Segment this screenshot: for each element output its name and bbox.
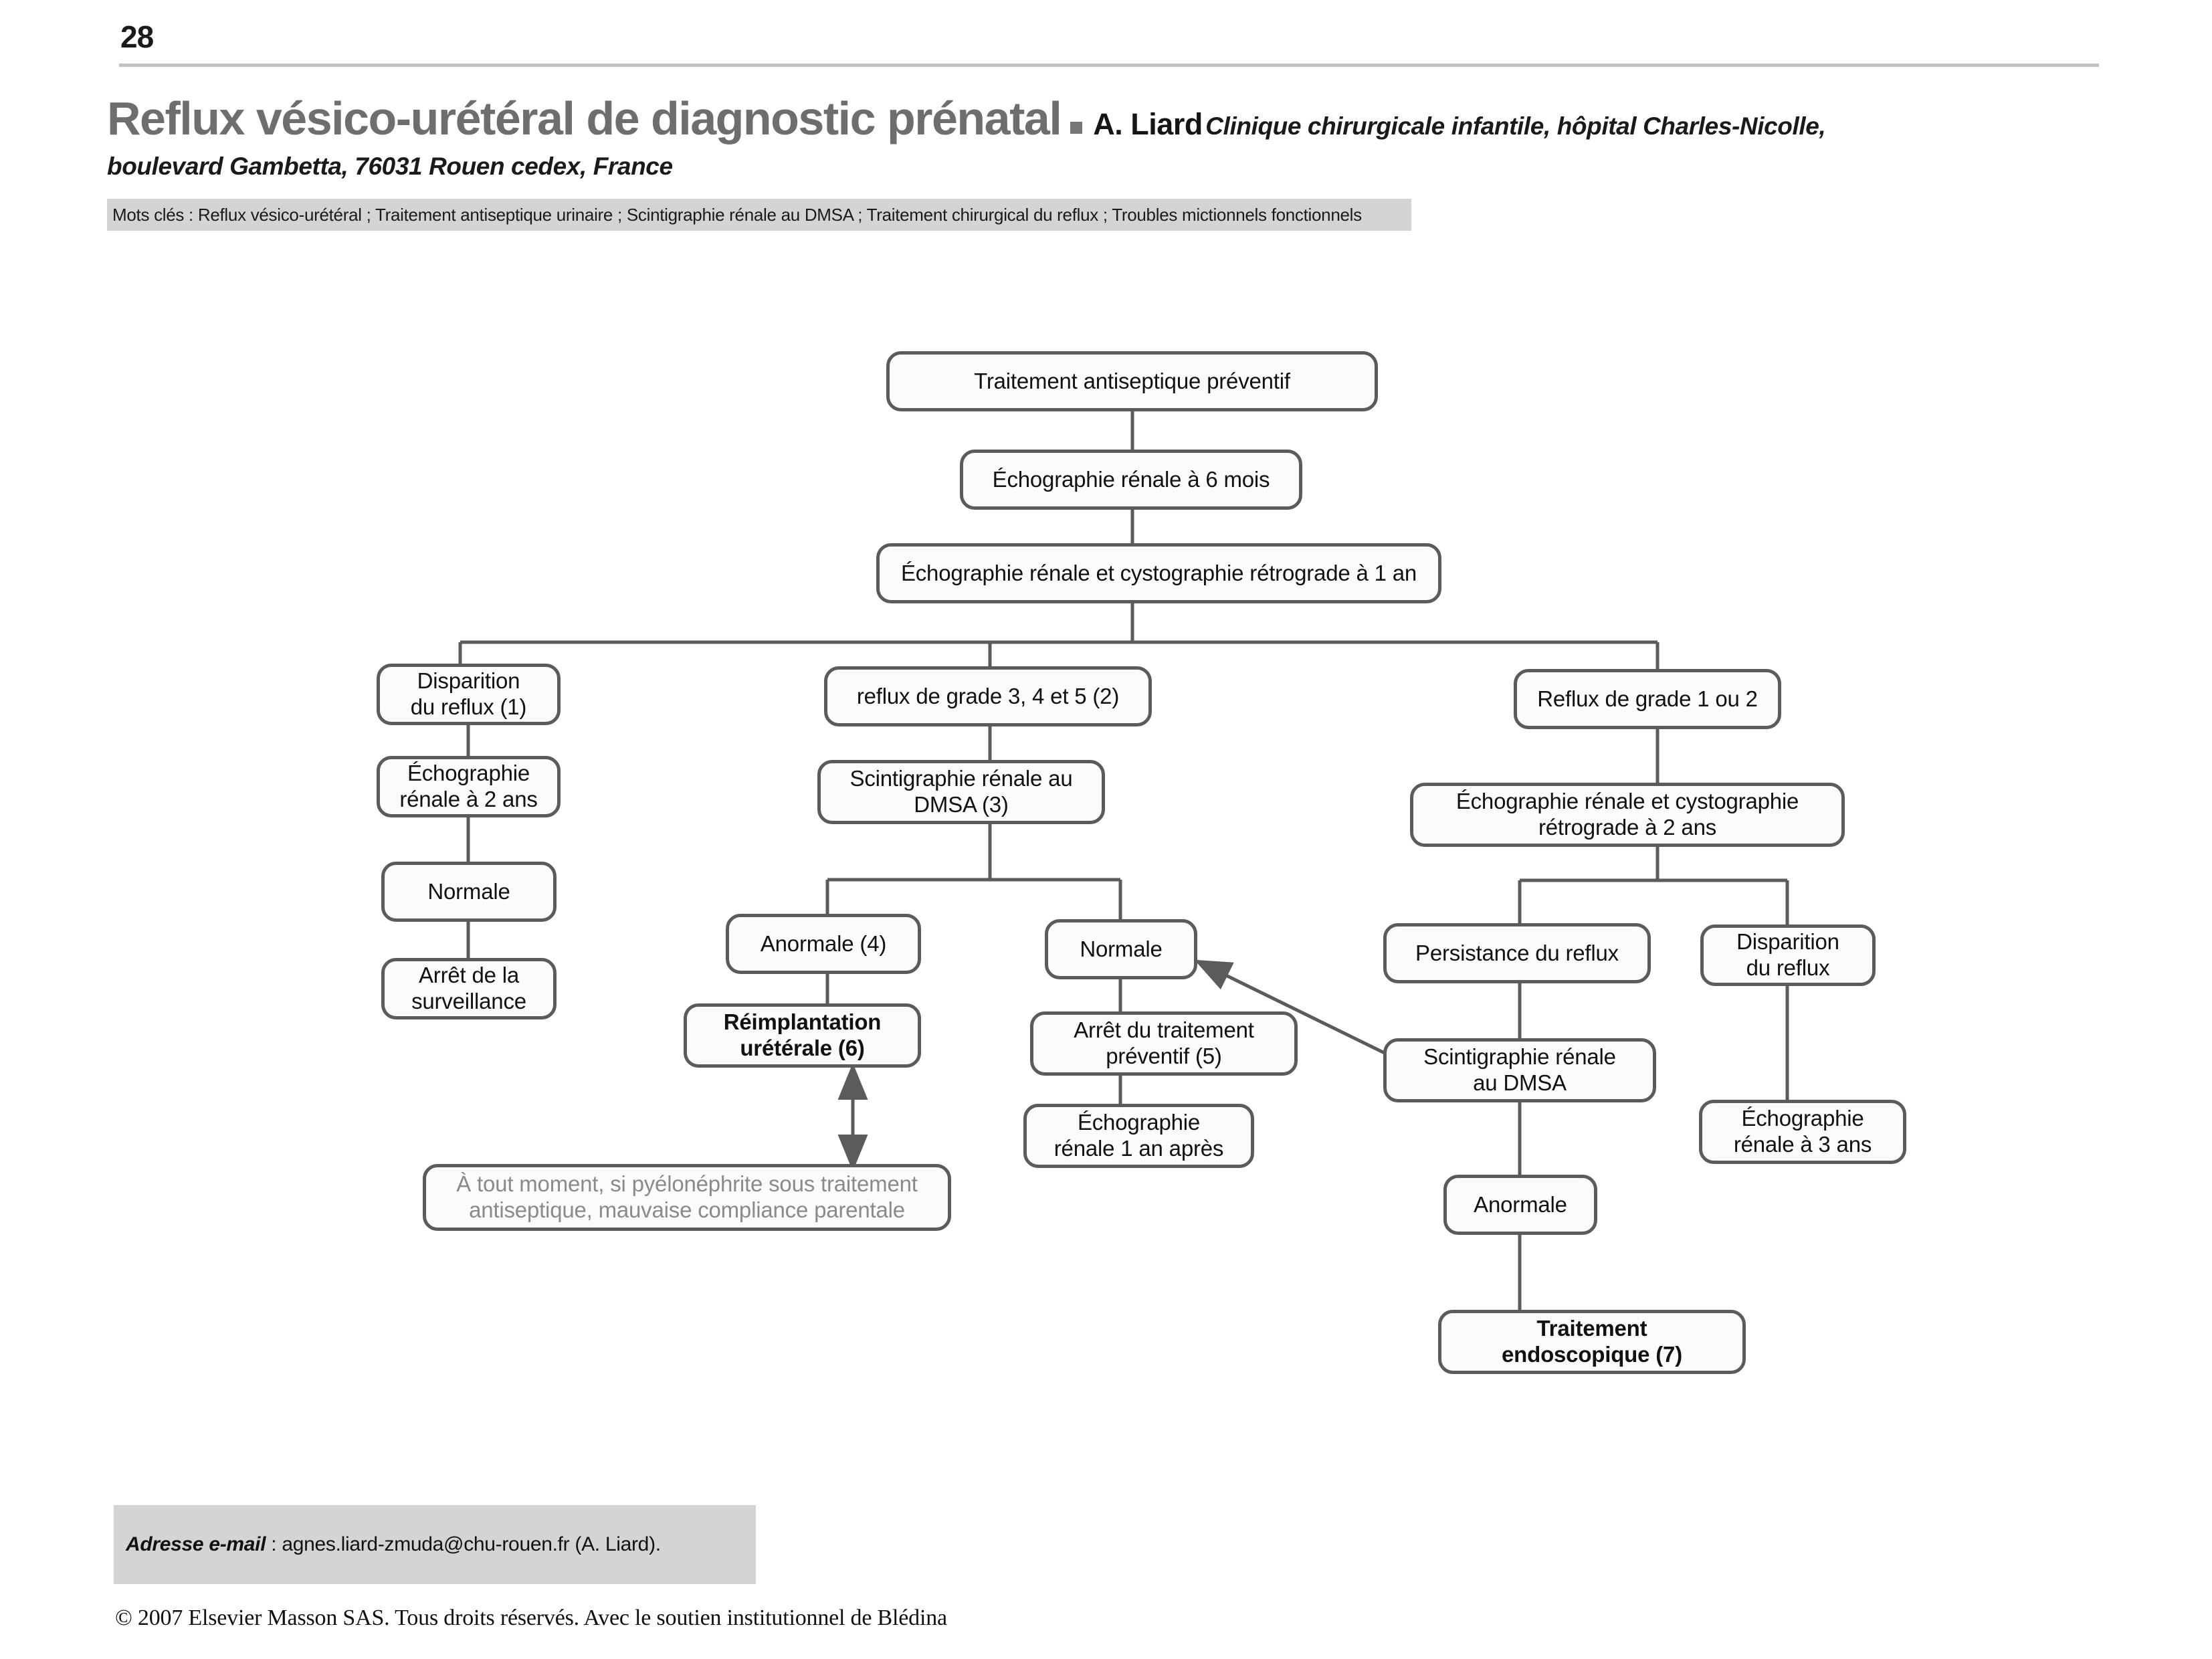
node-echographie-renale-1-an-apres[interactable]: Échographie rénale 1 an après (1023, 1104, 1254, 1168)
page-number: 28 (120, 19, 154, 54)
node-scintigraphie-dmsa-3[interactable]: Scintigraphie rénale au DMSA (3) (817, 760, 1105, 824)
affiliation-line-1: Clinique chirurgicale infantile, hôpital… (1205, 112, 1826, 140)
node-label: Persistance du reflux (1415, 940, 1619, 965)
node-echographie-cystographie-2-ans[interactable]: Échographie rénale et cystographie rétro… (1410, 783, 1845, 847)
node-echographie-renale-6-mois[interactable]: Échographie rénale à 6 mois (960, 450, 1302, 510)
copyright-notice: © 2007 Elsevier Masson SAS. Tous droits … (115, 1605, 947, 1630)
node-label: Normale (427, 878, 510, 904)
node-label: Réimplantation urétérale (6) (723, 1009, 882, 1060)
email-label: Adresse e-mail (126, 1533, 266, 1555)
node-anormale-4[interactable]: Anormale (4) (726, 914, 921, 974)
article-header: Reflux vésico-urétéral de diagnostic pré… (107, 94, 2120, 181)
author-name: A. Liard (1093, 107, 1203, 141)
node-label: Anormale (1474, 1191, 1567, 1217)
node-normale-middle[interactable]: Normale (1045, 919, 1197, 979)
node-traitement-endoscopique-7[interactable]: Traitement endoscopique (7) (1438, 1310, 1746, 1374)
node-label: Disparition du reflux (1736, 929, 1839, 980)
node-label: Échographie rénale et cystographie rétro… (900, 560, 1417, 585)
node-pyelonephrite-note[interactable]: À tout moment, si pyélonéphrite sous tra… (423, 1164, 951, 1231)
node-persistance-du-reflux[interactable]: Persistance du reflux (1383, 923, 1651, 983)
node-anormale-right[interactable]: Anormale (1443, 1175, 1597, 1235)
node-traitement-antiseptique-preventif[interactable]: Traitement antiseptique préventif (886, 351, 1378, 411)
node-label: Échographie rénale à 2 ans (399, 761, 538, 811)
node-reflux-grade-1-ou-2[interactable]: Reflux de grade 1 ou 2 (1514, 669, 1781, 729)
node-reimplantation-ureterale-6[interactable]: Réimplantation urétérale (6) (684, 1003, 921, 1068)
node-label: À tout moment, si pyélonéphrite sous tra… (456, 1171, 918, 1222)
node-normale-left[interactable]: Normale (381, 862, 557, 922)
node-echographie-renale-2-ans[interactable]: Échographie rénale à 2 ans (377, 756, 561, 817)
node-label: Arrêt de la surveillance (411, 963, 526, 1013)
node-arret-traitement-preventif-5[interactable]: Arrêt du traitement préventif (5) (1030, 1011, 1298, 1076)
node-disparition-du-reflux-right[interactable]: Disparition du reflux (1700, 924, 1876, 986)
node-label: Normale (1080, 936, 1163, 961)
affiliation-line-2: boulevard Gambetta, 76031 Rouen cedex, F… (107, 153, 673, 181)
node-label: reflux de grade 3, 4 et 5 (2) (856, 683, 1120, 708)
keywords-band: Mots clés : Reflux vésico-urétéral ; Tra… (107, 199, 1411, 231)
node-label: Traitement antiseptique préventif (974, 368, 1290, 393)
node-label: Scintigraphie rénale au DMSA (3) (849, 766, 1073, 817)
node-arret-de-la-surveillance[interactable]: Arrêt de la surveillance (381, 958, 557, 1019)
node-scintigraphie-renale-dmsa[interactable]: Scintigraphie rénale au DMSA (1383, 1038, 1656, 1102)
node-label: Échographie rénale et cystographie rétro… (1455, 789, 1799, 840)
node-disparition-du-reflux-1[interactable]: Disparition du reflux (1) (377, 664, 561, 725)
node-reflux-grade-3-4-5[interactable]: reflux de grade 3, 4 et 5 (2) (824, 666, 1152, 726)
email-band: Adresse e-mail : agnes.liard-zmuda@chu-r… (114, 1505, 756, 1584)
header-divider (119, 64, 2099, 67)
keywords-text: Mots clés : Reflux vésico-urétéral ; Tra… (112, 204, 1362, 225)
node-label: Échographie rénale à 3 ans (1733, 1106, 1872, 1157)
node-label: Anormale (4) (760, 931, 887, 956)
page-title: Reflux vésico-urétéral de diagnostic pré… (107, 92, 1062, 144)
node-label: Échographie rénale 1 an après (1053, 1110, 1224, 1161)
email-value: : agnes.liard-zmuda@chu-rouen.fr (A. Lia… (266, 1533, 661, 1555)
node-label: Scintigraphie rénale au DMSA (1423, 1044, 1616, 1095)
node-label: Traitement endoscopique (7) (1502, 1316, 1682, 1367)
node-echographie-renale-3-ans[interactable]: Échographie rénale à 3 ans (1699, 1100, 1906, 1164)
node-label: Arrêt du traitement préventif (5) (1074, 1017, 1254, 1068)
node-label: Disparition du reflux (1) (410, 668, 527, 719)
email-text: Adresse e-mail : agnes.liard-zmuda@chu-r… (114, 1533, 661, 1556)
square-bullet-icon (1070, 121, 1083, 134)
node-label: Reflux de grade 1 ou 2 (1537, 686, 1758, 711)
node-label: Échographie rénale à 6 mois (992, 466, 1270, 492)
node-echographie-cystographie-1-an[interactable]: Échographie rénale et cystographie rétro… (876, 543, 1441, 603)
